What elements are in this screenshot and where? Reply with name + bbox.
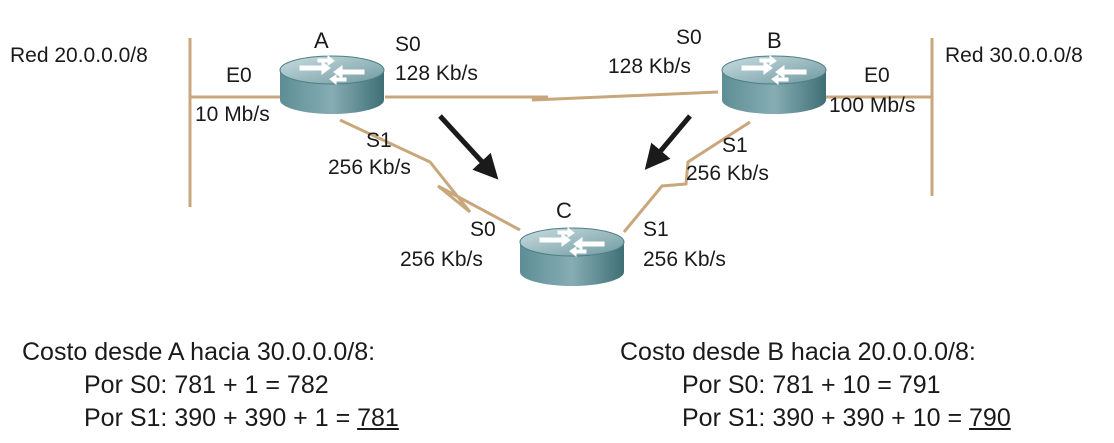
network-left-label: Red 20.0.0.0/8 (10, 44, 148, 67)
cost-a-s1-best: 781 (357, 404, 399, 432)
b-e0-bandwidth: 100 Mb/s (829, 94, 915, 117)
cost-b-s1-best: 790 (969, 404, 1011, 432)
router-b-icon (721, 55, 827, 115)
link-a-c-serial (339, 118, 521, 232)
router-a-label: A (314, 28, 329, 53)
router-c-icon (519, 227, 625, 287)
b-s0-label: S0 (676, 26, 702, 49)
arrow-a-to-c (438, 114, 499, 180)
c-s0-label: S0 (470, 218, 496, 241)
c-s1-label: S1 (643, 218, 669, 241)
cost-a-s0: Por S0: 781 + 1 = 782 (84, 371, 329, 399)
cost-b-title: Costo desde B hacia 20.0.0.0/8: (620, 338, 976, 366)
a-s1-bandwidth: 256 Kb/s (328, 156, 411, 179)
a-s0-label: S0 (395, 33, 421, 56)
link-b-c-serial (622, 120, 751, 233)
link-a-b-serial (385, 90, 719, 102)
cost-a-title: Costo desde A hacia 30.0.0.0/8: (22, 338, 376, 366)
a-e0-label: E0 (226, 64, 252, 87)
a-e0-bandwidth: 10 Mb/s (195, 103, 270, 126)
a-s0-bandwidth: 128 Kb/s (395, 62, 478, 85)
cost-block-a: Costo desde A hacia 30.0.0.0/8: Por S0: … (22, 336, 399, 435)
router-a-icon (279, 55, 385, 115)
b-e0-label: E0 (864, 64, 890, 87)
b-s0-bandwidth: 128 Kb/s (608, 55, 691, 78)
router-b-label: B (767, 28, 782, 53)
cost-block-b: Costo desde B hacia 20.0.0.0/8: Por S0: … (620, 336, 1011, 435)
cost-b-s0: Por S0: 781 + 10 = 791 (682, 371, 941, 399)
cost-b-s1: Por S1: 390 + 390 + 10 = 790 (620, 402, 1011, 435)
router-c-label: C (556, 198, 572, 223)
c-s1-bandwidth: 256 Kb/s (643, 248, 726, 271)
a-s1-label: S1 (366, 129, 392, 152)
arrow-b-to-c (644, 114, 692, 170)
b-s1-label: S1 (722, 134, 748, 157)
cost-a-s1: Por S1: 390 + 390 + 1 = 781 (22, 402, 399, 435)
cost-a-s1-expr: Por S1: 390 + 390 + 1 = (84, 404, 358, 432)
b-s1-bandwidth: 256 Kb/s (686, 162, 769, 185)
cost-b-s1-expr: Por S1: 390 + 390 + 10 = (682, 404, 970, 432)
network-right-label: Red 30.0.0.0/8 (945, 44, 1083, 67)
c-s0-bandwidth: 256 Kb/s (400, 248, 483, 271)
